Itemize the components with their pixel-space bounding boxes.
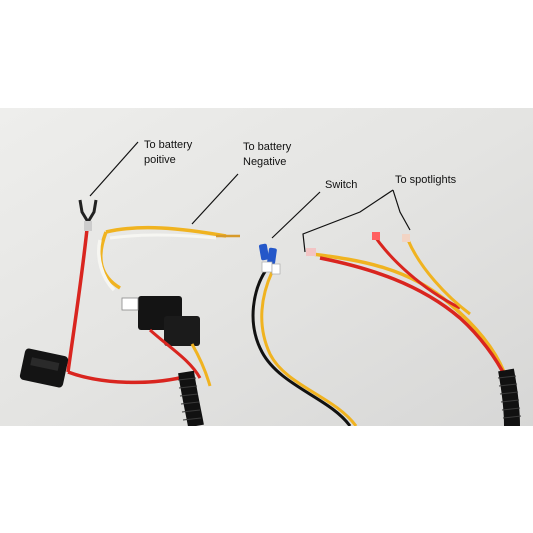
fuse-holder-cap — [30, 357, 60, 371]
terminal-crimp — [84, 221, 92, 231]
callout-lines — [89, 141, 411, 253]
white-wire-negative — [109, 233, 217, 240]
loom-left — [178, 370, 204, 426]
label-battery-positive-line2: poitive — [144, 154, 176, 166]
callout-line-spotlights-left — [302, 189, 394, 253]
white-sleeve — [261, 261, 273, 273]
label-spotlights: To spotlights — [395, 174, 457, 186]
red-wire-positive — [66, 219, 90, 373]
relay-connector-white — [121, 297, 139, 311]
relay-socket — [164, 316, 200, 346]
callout-line-battery-positive — [89, 141, 139, 197]
black-wire-switch — [251, 269, 352, 426]
red-terminal-end — [372, 232, 380, 240]
label-battery-positive-line1: To battery — [144, 139, 193, 151]
yellow-wire-spotlight-2 — [406, 239, 471, 316]
yellow-wire-switch — [260, 271, 358, 426]
label-battery-negative: To battery Negative — [243, 140, 291, 170]
loom-left-ribs — [177, 377, 202, 421]
yellow-wire-relay — [190, 343, 212, 387]
white-wire — [97, 239, 116, 292]
loom-right — [498, 368, 520, 426]
callout-line-battery-negative — [191, 173, 239, 225]
wiring-harness-photo — [0, 108, 533, 426]
blue-spade-terminal-2 — [267, 247, 277, 265]
pink-sleeve — [306, 248, 316, 256]
red-wire-fuse — [67, 370, 189, 385]
red-wire-spotlight — [319, 256, 508, 379]
callout-line-switch — [271, 191, 321, 239]
loom-right-ribs — [497, 375, 522, 419]
white-sleeve-2 — [271, 263, 281, 275]
label-switch: Switch — [325, 179, 358, 191]
callout-line-spotlights-right — [392, 189, 411, 231]
wiring-harness-illustration — [0, 108, 533, 426]
red-wire-spotlight-2 — [374, 237, 461, 310]
red-wire-relay — [148, 328, 202, 379]
label-battery-negative-line2: Negative — [243, 156, 287, 168]
terminal-end — [402, 234, 410, 242]
label-battery-positive: To battery poitive — [144, 138, 192, 168]
label-battery-negative-line1: To battery — [243, 141, 292, 153]
yellow-wire-negative — [105, 225, 227, 238]
blue-spade-terminal — [258, 243, 270, 261]
